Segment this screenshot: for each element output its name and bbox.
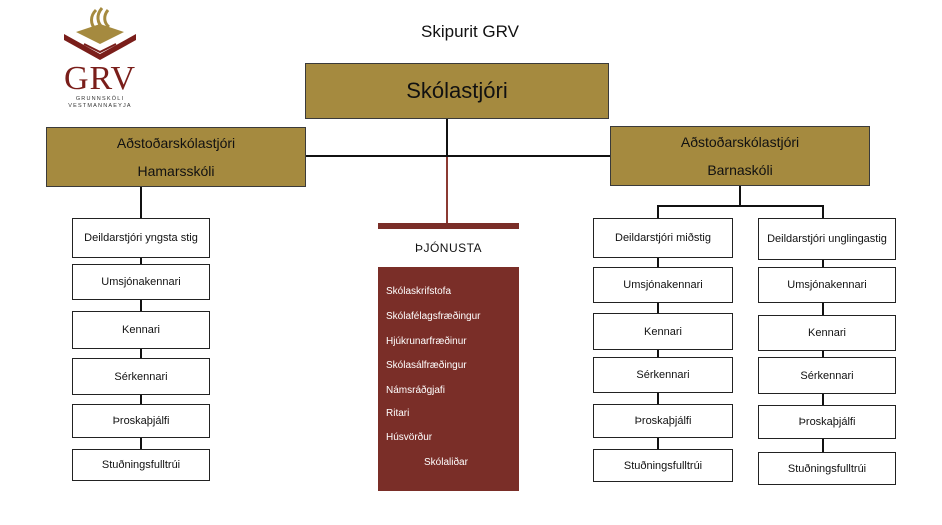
left-box-5: Stuðningsfulltrúi (72, 449, 210, 481)
services-item-3: Skólasálfræðingur (386, 360, 467, 371)
services-item-2: Hjúkrunarfræðinur (386, 336, 467, 347)
right-col1-box-1: Umsjónakennari (593, 267, 733, 303)
left-box-0-label: Deildarstjóri yngsta stig (84, 232, 198, 244)
left-box-3-label: Sérkennari (114, 370, 168, 383)
services-item-1: Skólafélagsfræðingur (386, 311, 481, 322)
deputy-left-role: Aðstoðarskólastjóri (116, 135, 236, 151)
right-col1-box-5: Stuðningsfulltrúi (593, 449, 733, 482)
left-box-1: Umsjónakennari (72, 264, 210, 300)
left-box-4: Þroskaþjálfi (72, 404, 210, 438)
right-col2-box-4-label: Þroskaþjálfi (798, 416, 856, 428)
left-box-2: Kennari (72, 311, 210, 349)
left-box-3: Sérkennari (72, 358, 210, 395)
connector-right-col2-top (822, 205, 824, 220)
right-col1-box-4: Þroskaþjálfi (593, 404, 733, 438)
right-col1-box-4-label: Þroskaþjálfi (634, 415, 692, 427)
grv-logo (50, 4, 150, 100)
right-col2-box-2: Kennari (758, 315, 896, 351)
right-col2-box-2-label: Kennari (808, 327, 846, 339)
right-col2-box-4: Þroskaþjálfi (758, 405, 896, 439)
services-item-7: Skólaliðar (424, 457, 468, 468)
principal-label: Skólastjóri (406, 78, 508, 103)
connector-right-col1-top (657, 205, 659, 220)
deputy-right-role: Aðstoðarskólastjóri (680, 134, 800, 150)
right-col1-box-5-label: Stuðningsfulltrúi (623, 459, 703, 472)
connector-left-column-top (140, 187, 142, 218)
right-col2-box-5-label: Stuðningsfulltrúi (787, 462, 867, 475)
connector-right-horizontal (657, 205, 823, 207)
deputy-left-box: Aðstoðarskólastjóri Hamarsskóli (46, 127, 306, 187)
deputy-left-school: Hamarsskóli (137, 163, 215, 179)
services-panel: Skólaskrifstofa Skólafélagsfræðingur Hjú… (378, 267, 519, 491)
right-col2-box-1: Umsjónakennari (758, 267, 896, 303)
logo-sub-line1: GRUNNSKÓLI (75, 96, 125, 102)
right-col1-box-0: Deildarstjóri miðstig (593, 218, 733, 258)
services-heading: ÞJÓNUSTA (414, 241, 483, 255)
left-box-5-label: Stuðningsfulltrúi (101, 459, 181, 471)
deputy-right-box: Aðstoðarskólastjóri Barnaskóli (610, 126, 870, 186)
logo-letters: GRV (63, 60, 137, 97)
right-col2-box-5: Stuðningsfulltrúi (758, 452, 896, 485)
right-col1-box-3-label: Sérkennari (636, 369, 690, 381)
services-item-4: Námsráðgjafi (386, 385, 445, 396)
services-header-bar (378, 223, 519, 229)
right-col2-box-1-label: Umsjónakennari (787, 279, 867, 291)
left-box-2-label: Kennari (122, 324, 160, 336)
services-item-0: Skólaskrifstofa (386, 286, 452, 297)
right-col1-box-1-label: Umsjónakennari (623, 279, 703, 291)
logo-subtitle: GRUNNSKÓLI VESTMANNAEYJA (50, 96, 150, 110)
right-col2-box-3: Sérkennari (758, 357, 896, 394)
left-box-0: Deildarstjóri yngsta stig (72, 218, 210, 258)
left-box-1-label: Umsjónakennari (101, 276, 181, 288)
connector-principal-down (446, 118, 448, 156)
connector-deputies-horizontal (305, 155, 611, 157)
left-box-4-label: Þroskaþjálfi (112, 415, 170, 427)
deputy-right-school: Barnaskóli (707, 162, 773, 178)
connector-right-down (739, 186, 741, 206)
right-col2-box-3-label: Sérkennari (800, 369, 854, 382)
logo-emblem-icon (64, 7, 136, 60)
services-item-5: Ritari (386, 408, 410, 419)
principal-box: Skólastjóri (305, 63, 609, 119)
services-item-6: Húsvörður (386, 432, 433, 443)
right-col1-box-2-label: Kennari (644, 325, 682, 338)
right-col2-box-0-label: Deildarstjóri unglingastig (767, 233, 887, 245)
page-title: Skipurit GRV (421, 22, 519, 41)
right-col1-box-0-label: Deildarstjóri miðstig (615, 232, 711, 244)
connector-left-column (140, 258, 142, 450)
right-col1-box-2: Kennari (593, 313, 733, 350)
right-col1-box-3: Sérkennari (593, 357, 733, 393)
right-col2-box-0: Deildarstjóri unglingastig (758, 218, 896, 260)
connector-services (446, 157, 448, 223)
logo-sub-line2: VESTMANNAEYJA (68, 103, 132, 109)
